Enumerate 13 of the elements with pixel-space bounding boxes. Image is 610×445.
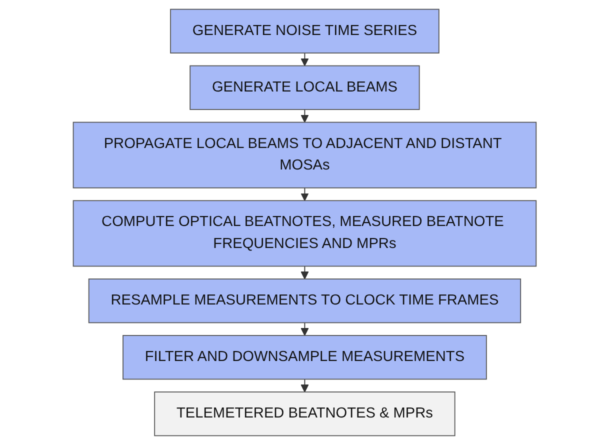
- node-box: GENERATE LOCAL BEAMS: [190, 65, 420, 110]
- node-box: GENERATE NOISE TIME SERIES: [170, 8, 440, 54]
- node-box: TELEMETERED BEATNOTES & MPRs: [154, 392, 456, 436]
- arrow: [301, 109, 309, 123]
- node-box: RESAMPLE MEASUREMENTS TO CLOCK TIME FRAMES: [88, 278, 522, 324]
- node-box: PROPAGATE LOCAL BEAMS TO ADJACENT AND DISTANT MOSAs: [73, 122, 537, 188]
- node-box: COMPUTE OPTICAL BEATNOTES, MEASURED BEATNOTE FREQUENCIES AND MPRs: [73, 200, 537, 267]
- arrow: [301, 266, 309, 280]
- arrow: [301, 187, 309, 201]
- arrow: [301, 322, 309, 336]
- node-box: FILTER AND DOWNSAMPLE MEASUREMENTS: [122, 335, 488, 380]
- arrow: [301, 52, 309, 66]
- arrow: [301, 378, 309, 392]
